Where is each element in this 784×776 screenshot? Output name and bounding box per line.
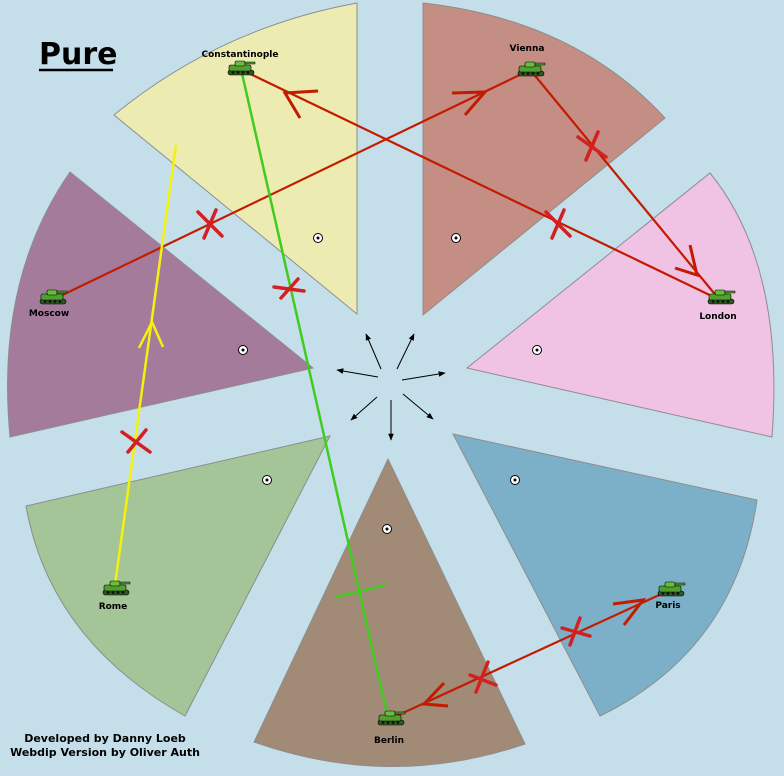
territory-berlin[interactable] <box>253 457 526 767</box>
supply-center-icon <box>451 233 461 243</box>
label-berlin: Berlin <box>374 736 404 746</box>
order-vienna-london <box>531 71 719 299</box>
supply-center-icon <box>313 233 323 243</box>
supply-center-icon <box>238 345 248 355</box>
label-rome: Rome <box>99 602 128 612</box>
failed-order-cross-icon <box>120 428 152 454</box>
credit-webdip: Webdip Version by Oliver Auth <box>10 746 200 759</box>
center-direction-arrows <box>336 333 446 441</box>
order-rome-support <box>113 144 178 586</box>
failed-order-cross-icon <box>468 660 498 694</box>
order-london-constantinople <box>239 68 721 301</box>
label-moscow: Moscow <box>29 309 69 319</box>
supply-center-icon <box>382 524 392 534</box>
failed-order-cross-icon <box>560 616 592 647</box>
failed-order-cross-icon <box>544 208 572 240</box>
label-paris: Paris <box>655 601 680 611</box>
map-title: Pure <box>39 37 118 72</box>
credit-developer: Developed by Danny Loeb <box>24 732 186 745</box>
failed-order-cross-icon <box>196 208 224 240</box>
territory-vienna[interactable] <box>422 2 666 317</box>
label-constantinople: Constantinople <box>202 50 279 60</box>
territory-rome[interactable] <box>25 435 331 717</box>
territory-london[interactable] <box>465 172 775 438</box>
territory-paris[interactable] <box>452 433 758 717</box>
label-london: London <box>699 312 736 322</box>
failed-order-cross-icon <box>272 277 306 300</box>
supply-center-icon <box>262 475 272 485</box>
order-moscow-vienna <box>51 69 531 301</box>
order-berlin-constantinople <box>239 68 390 719</box>
supply-center-icon <box>510 475 520 485</box>
territory-moscow[interactable] <box>7 171 315 438</box>
supply-center-icon <box>532 345 542 355</box>
failed-order-cross-icon <box>576 130 608 162</box>
territory-constantinople[interactable] <box>113 2 358 316</box>
order-berlin-paris <box>391 589 671 719</box>
label-vienna: Vienna <box>510 44 545 54</box>
